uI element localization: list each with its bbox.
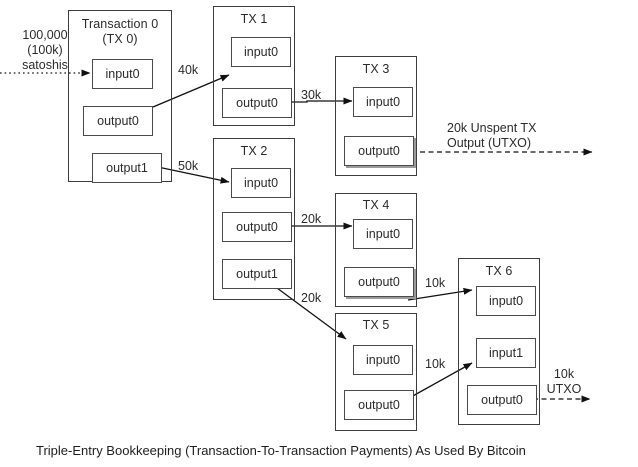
tx1-output0-slot[interactable]: output0	[222, 88, 292, 118]
tx3-input0-slot[interactable]: input0	[353, 87, 413, 117]
amount-label-20k-top: 20k	[301, 212, 322, 226]
tx2-title: TX 2	[240, 144, 268, 158]
tx3-title: TX 3	[362, 62, 390, 76]
source-amount-line-2: (100k)	[27, 43, 63, 57]
amount-label-20k-bottom: 20k	[301, 291, 322, 305]
utxo-top-label: 20k Unspent TX Output (UTXO)	[447, 121, 536, 151]
tx1-input0-slot[interactable]: input0	[231, 37, 291, 67]
amount-label-40k: 40k	[178, 63, 199, 77]
utxo-bottom-label: 10k UTXO	[540, 367, 588, 397]
tx2-input0-slot[interactable]: input0	[231, 168, 291, 198]
tx2-output1-slot[interactable]: output1	[222, 259, 292, 289]
transaction-box-tx1[interactable]: TX 1 input0 output0	[213, 6, 295, 126]
amount-label-30k: 30k	[301, 88, 322, 102]
tx2-output0-slot[interactable]: output0	[222, 212, 292, 242]
source-amount-line-3: satoshis	[22, 58, 68, 72]
tx0-title-sub: (TX 0)	[102, 32, 138, 46]
tx3-output0-slot[interactable]: output0	[344, 136, 414, 166]
utxo-top-label-line-2: Output (UTXO)	[447, 136, 532, 150]
utxo-top-label-line-1: 20k Unspent TX	[447, 121, 537, 135]
tx6-input1-slot[interactable]: input1	[476, 338, 536, 368]
tx0-input0-slot[interactable]: input0	[92, 59, 153, 89]
transaction-box-tx6[interactable]: TX 6 input0 input1 output0	[458, 258, 540, 425]
transaction-box-tx0[interactable]: Transaction 0 (TX 0) input0 output0 outp…	[68, 10, 172, 183]
tx4-title: TX 4	[362, 198, 390, 212]
amount-label-10k-bottom: 10k	[425, 357, 446, 371]
tx5-output0-slot[interactable]: output0	[344, 390, 414, 420]
tx6-title: TX 6	[485, 264, 513, 278]
utxo-bottom-label-line-1: 10k	[553, 367, 575, 381]
tx0-output0-slot[interactable]: output0	[83, 106, 153, 136]
tx1-title: TX 1	[240, 12, 268, 26]
transaction-box-tx5[interactable]: TX 5 input0 output0	[335, 313, 417, 431]
transaction-box-tx4[interactable]: TX 4 input0 output0	[335, 193, 417, 307]
amount-label-10k-top: 10k	[425, 276, 446, 290]
amount-label-50k: 50k	[178, 159, 199, 173]
tx6-input0-slot[interactable]: input0	[476, 286, 536, 316]
tx4-output0-slot[interactable]: output0	[344, 267, 414, 297]
tx5-input0-slot[interactable]: input0	[353, 345, 413, 375]
transaction-box-tx2[interactable]: TX 2 input0 output0 output1	[213, 138, 295, 300]
source-amount-line-1: 100,000	[22, 28, 68, 42]
tx0-title-main: Transaction 0	[81, 17, 159, 31]
tx0-output1-slot[interactable]: output1	[92, 153, 162, 183]
transaction-box-tx3[interactable]: TX 3 input0 output0	[335, 56, 417, 176]
tx5-title: TX 5	[362, 318, 390, 332]
diagram-caption: Triple-Entry Bookkeeping (Transaction-To…	[36, 443, 526, 458]
tx4-input0-slot[interactable]: input0	[353, 219, 413, 249]
tx6-output0-slot[interactable]: output0	[467, 385, 537, 415]
tx0-title: Transaction 0 (TX 0)	[69, 17, 171, 47]
source-amount-label: 100,000 (100k) satoshis	[6, 28, 84, 73]
utxo-bottom-label-line-2: UTXO	[546, 382, 582, 396]
